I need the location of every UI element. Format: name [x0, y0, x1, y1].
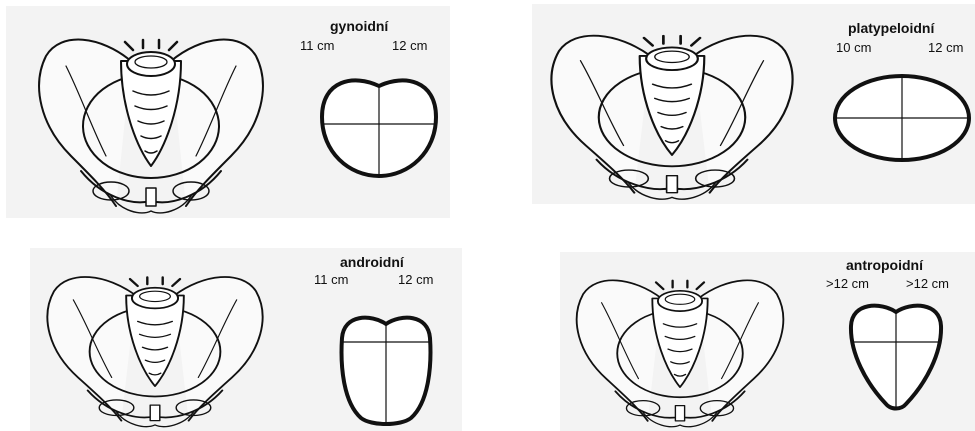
dimension-left: >12 cm: [826, 276, 869, 291]
panel-anthropoid: antropoidní >12 cm >12 cm: [560, 252, 975, 431]
panel-platypeloid: platypeloidní 10 cm 12 cm: [532, 4, 975, 204]
dimension-right: 12 cm: [392, 38, 427, 53]
dimension-left: 11 cm: [300, 38, 334, 53]
inlet-shape-anthropoid: [846, 298, 946, 414]
panel-title: antropoidní: [846, 257, 923, 273]
panel-gynoid: gynoidní 11 cm 12 cm: [6, 6, 450, 218]
pelvis-android-illustration: [30, 248, 280, 431]
panel-title: androidní: [340, 254, 404, 270]
dimension-right: 12 cm: [398, 272, 433, 287]
dimension-right: 12 cm: [928, 40, 963, 55]
dimension-left: 10 cm: [836, 40, 871, 55]
dimension-right: >12 cm: [906, 276, 949, 291]
inlet-shape-android: [336, 308, 436, 428]
pelvis-platypeloid-illustration: [532, 4, 812, 204]
inlet-shape-platypeloid: [830, 70, 975, 166]
pelvis-anthropoid-illustration: [560, 252, 800, 431]
dimension-left: 11 cm: [314, 272, 348, 287]
pelvis-gynoid-illustration: [6, 6, 296, 218]
inlet-shape-gynoid: [314, 72, 444, 182]
panel-title: gynoidní: [330, 18, 388, 34]
panel-android: androidní 11 cm 12 cm: [30, 248, 462, 431]
panel-title: platypeloidní: [848, 20, 934, 36]
